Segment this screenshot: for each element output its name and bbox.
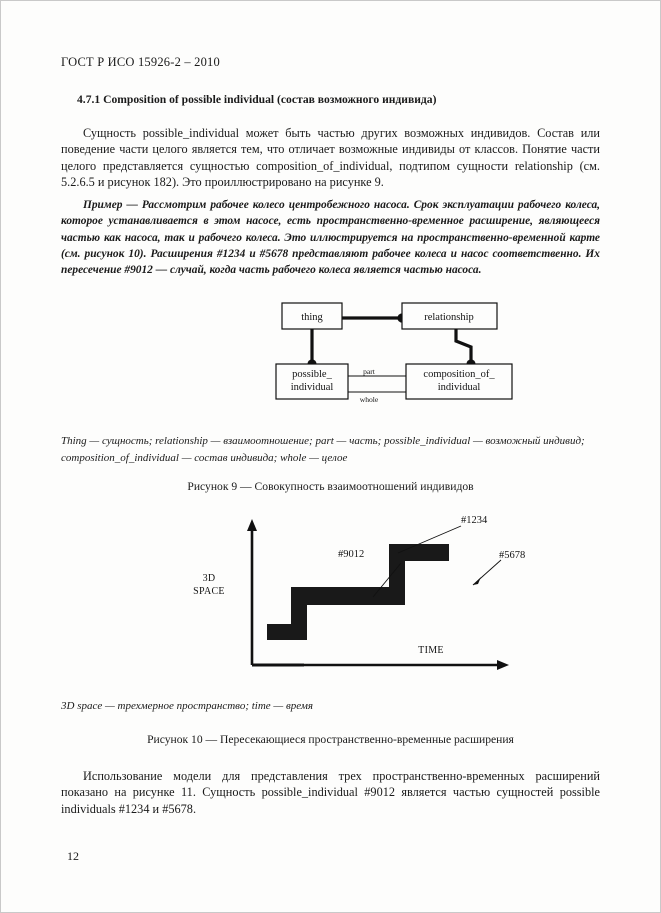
edge-relationship-composition bbox=[454, 329, 473, 364]
chart-callout-1234: #1234 bbox=[461, 515, 488, 526]
chart-y-axis-arrow bbox=[247, 519, 257, 531]
figure-9-legend-line-1: Thing — сущность; relationship — взаимоо… bbox=[61, 435, 585, 447]
chart-step-top bbox=[389, 544, 449, 561]
running-head: ГОСТ Р ИСО 15926-2 – 2010 bbox=[61, 55, 220, 69]
node-relationship-label: relationship bbox=[424, 312, 474, 323]
chart-callout-5678: #5678 bbox=[499, 550, 525, 561]
chart-y-axis-label-1: 3D bbox=[203, 573, 216, 584]
edge-label-whole: whole bbox=[360, 395, 379, 404]
node-composition-of-individual-box bbox=[405, 363, 513, 400]
page-title: 4.7.1 Composition of possible individual… bbox=[77, 93, 437, 106]
edge-label-part: part bbox=[363, 367, 376, 376]
page-number: 12 bbox=[67, 849, 79, 863]
callout-arrow-5678 bbox=[473, 577, 481, 585]
paragraph-intro: Сущность possible_individual может быть … bbox=[61, 126, 600, 190]
paragraph-example: Пример — Рассмотрим рабочее колесо центр… bbox=[61, 199, 600, 277]
chart-x-axis-label: TIME bbox=[418, 645, 444, 656]
node-thing-box bbox=[281, 302, 343, 330]
figure-9-caption: Рисунок 9 — Совокупность взаимоотношений… bbox=[187, 480, 474, 493]
node-possible-individual-label-2: individual bbox=[291, 382, 334, 393]
figure-9-diagram: thing relationship possible_ individual … bbox=[61, 297, 602, 413]
chart-y-axis-label-2: SPACE bbox=[193, 586, 225, 597]
figure-10-legend: 3D space — трехмерное пространство; time… bbox=[61, 700, 313, 712]
node-relationship-box bbox=[401, 302, 498, 330]
chart-step-mid bbox=[291, 587, 404, 605]
figure-9-legend-line-2: composition_of_individual — состав индив… bbox=[61, 452, 348, 464]
chart-callout-9012: #9012 bbox=[338, 549, 364, 560]
node-possible-individual-box bbox=[275, 363, 349, 400]
page-content-area: ГОСТ Р ИСО 15926-2 – 2010 4.7.1 Composit… bbox=[61, 1, 600, 912]
node-composition-label-2: individual bbox=[438, 382, 481, 393]
figure-10-caption: Рисунок 10 — Пересекающиеся пространстве… bbox=[147, 733, 514, 746]
callout-leader-9012 bbox=[372, 562, 402, 598]
chart-staircase bbox=[267, 544, 449, 640]
node-thing-label: thing bbox=[301, 312, 323, 323]
node-composition-label-1: composition_of_ bbox=[423, 369, 495, 380]
paragraph-closing: Использование модели для представления т… bbox=[61, 769, 600, 816]
node-possible-individual-label-1: possible_ bbox=[292, 369, 332, 380]
chart-x-axis-arrow bbox=[497, 660, 509, 670]
callout-leader-1234 bbox=[397, 525, 462, 554]
figure-10-chart: #1234 #9012 #5678 3D SPACE TIME bbox=[61, 505, 602, 680]
